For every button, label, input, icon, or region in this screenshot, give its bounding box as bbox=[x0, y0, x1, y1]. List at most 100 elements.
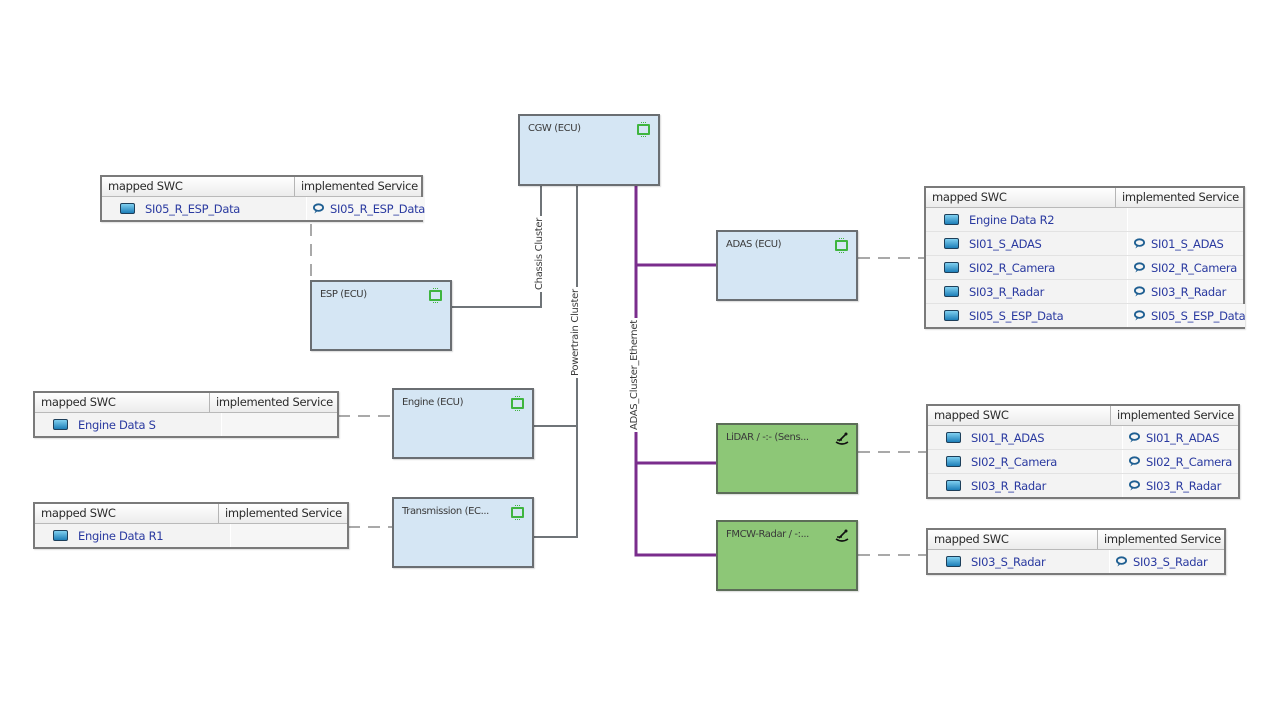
ecu-engine[interactable]: Engine (ECU) bbox=[392, 388, 534, 459]
mapped-swc-cell: SI01_S_ADAS bbox=[926, 232, 1128, 255]
ecu-cgw[interactable]: CGW (ECU) bbox=[518, 114, 660, 186]
table-header: mapped SWC implemented Service bbox=[35, 504, 347, 524]
ecu-title: Engine (ECU) bbox=[402, 397, 464, 408]
chassis-cluster-line bbox=[451, 186, 542, 308]
table-row[interactable]: SI03_R_Radar SI03_R_Radar bbox=[926, 280, 1243, 304]
column-header-implemented-service[interactable]: implemented Service bbox=[301, 179, 418, 193]
table-row[interactable]: SI03_R_Radar SI03_R_Radar bbox=[928, 474, 1238, 497]
bus-label-adas-ethernet: ADAS_Cluster_Ethernet bbox=[629, 318, 640, 432]
table-header: mapped SWC implemented Service bbox=[102, 177, 421, 197]
swc-component-icon bbox=[120, 203, 135, 214]
ecu-transmission[interactable]: Transmission (EC... bbox=[392, 497, 534, 568]
service-name[interactable]: SI01_S_ADAS bbox=[1151, 236, 1224, 251]
column-header-implemented-service[interactable]: implemented Service bbox=[1117, 408, 1234, 422]
ecu-title: ADAS (ECU) bbox=[726, 239, 782, 250]
swc-name[interactable]: SI01_R_ADAS bbox=[971, 430, 1045, 445]
service-icon bbox=[1129, 432, 1140, 443]
implemented-service-cell: SI01_R_ADAS bbox=[1123, 426, 1238, 449]
swc-name[interactable]: SI01_S_ADAS bbox=[969, 236, 1042, 251]
swc-name[interactable]: Engine Data R2 bbox=[969, 212, 1055, 227]
swc-component-icon bbox=[946, 556, 961, 567]
table-header: mapped SWC implemented Service bbox=[35, 393, 337, 413]
table-row[interactable]: Engine Data R2 bbox=[926, 208, 1243, 232]
service-name[interactable]: SI03_R_Radar bbox=[1151, 284, 1227, 299]
sensor-icon bbox=[835, 529, 849, 542]
service-icon bbox=[1134, 238, 1145, 249]
service-name[interactable]: SI01_R_ADAS bbox=[1146, 430, 1220, 445]
sensor-fmcw-radar[interactable]: FMCW-Radar / -:... bbox=[716, 520, 858, 591]
service-name[interactable]: SI05_S_ESP_Data bbox=[1151, 308, 1246, 323]
swc-name[interactable]: Engine Data R1 bbox=[78, 528, 164, 543]
mapped-swc-cell: SI03_S_Radar bbox=[928, 550, 1110, 573]
column-header-mapped-swc[interactable]: mapped SWC bbox=[102, 177, 295, 196]
service-icon bbox=[1134, 310, 1145, 321]
mapped-swc-cell: Engine Data S bbox=[35, 413, 222, 436]
ecu-title: ESP (ECU) bbox=[320, 289, 367, 300]
implemented-service-cell bbox=[222, 413, 337, 436]
column-header-implemented-service[interactable]: implemented Service bbox=[225, 506, 342, 520]
column-header-mapped-swc[interactable]: mapped SWC bbox=[35, 393, 210, 412]
column-header-implemented-service[interactable]: implemented Service bbox=[216, 395, 333, 409]
sensor-icon bbox=[835, 432, 849, 445]
service-name[interactable]: SI02_R_Camera bbox=[1146, 454, 1233, 469]
service-icon bbox=[313, 203, 324, 214]
ecu-adas[interactable]: ADAS (ECU) bbox=[716, 230, 858, 301]
swc-component-icon bbox=[944, 214, 959, 225]
ecu-title: LiDAR / -:- (Sens... bbox=[726, 432, 809, 443]
mapped-swc-cell: SI05_S_ESP_Data bbox=[926, 304, 1128, 327]
table-row[interactable]: SI01_R_ADAS SI01_R_ADAS bbox=[928, 426, 1238, 450]
swc-name[interactable]: SI03_S_Radar bbox=[971, 554, 1046, 569]
ecu-esp[interactable]: ESP (ECU) bbox=[310, 280, 452, 351]
column-header-mapped-swc[interactable]: mapped SWC bbox=[928, 530, 1098, 549]
mapped-swc-cell: SI05_R_ESP_Data bbox=[102, 197, 307, 220]
chip-icon bbox=[511, 396, 524, 411]
table-row[interactable]: Engine Data S bbox=[35, 413, 337, 436]
table-row[interactable]: Engine Data R1 bbox=[35, 524, 347, 547]
swc-name[interactable]: Engine Data S bbox=[78, 417, 156, 432]
swc-component-icon bbox=[946, 432, 961, 443]
swc-name[interactable]: SI05_S_ESP_Data bbox=[969, 308, 1064, 323]
table-row[interactable]: SI05_S_ESP_Data SI05_S_ESP_Data bbox=[926, 304, 1246, 327]
ecu-title: FMCW-Radar / -:... bbox=[726, 529, 809, 540]
bus-label-chassis: Chassis Cluster bbox=[534, 215, 545, 292]
ecu-title: CGW (ECU) bbox=[528, 123, 581, 134]
table-header: mapped SWC implemented Service bbox=[928, 530, 1224, 550]
chip-icon bbox=[511, 505, 524, 520]
column-header-implemented-service[interactable]: implemented Service bbox=[1122, 190, 1239, 204]
service-name[interactable]: SI03_R_Radar bbox=[1146, 478, 1222, 493]
mapped-swc-cell: Engine Data R2 bbox=[926, 208, 1128, 231]
adas-ethernet-line bbox=[634, 186, 717, 557]
implemented-service-cell: SI02_R_Camera bbox=[1123, 450, 1238, 473]
table-row[interactable]: SI02_R_Camera SI02_R_Camera bbox=[928, 450, 1238, 474]
service-name[interactable]: SI03_S_Radar bbox=[1133, 554, 1208, 569]
table-row[interactable]: SI02_R_Camera SI02_R_Camera bbox=[926, 256, 1243, 280]
column-header-implemented-service[interactable]: implemented Service bbox=[1104, 532, 1221, 546]
service-icon bbox=[1129, 480, 1140, 491]
column-header-mapped-swc[interactable]: mapped SWC bbox=[35, 504, 219, 523]
service-icon bbox=[1134, 262, 1145, 273]
swc-name[interactable]: SI03_R_Radar bbox=[971, 478, 1047, 493]
swc-name[interactable]: SI02_R_Camera bbox=[969, 260, 1056, 275]
table-row[interactable]: SI03_S_Radar SI03_S_Radar bbox=[928, 550, 1224, 573]
mapped-swc-cell: SI03_R_Radar bbox=[926, 280, 1128, 303]
swc-component-icon bbox=[946, 456, 961, 467]
swc-name[interactable]: SI03_R_Radar bbox=[969, 284, 1045, 299]
column-header-mapped-swc[interactable]: mapped SWC bbox=[928, 406, 1111, 425]
sensor-lidar[interactable]: LiDAR / -:- (Sens... bbox=[716, 423, 858, 494]
table-row[interactable]: SI01_S_ADAS SI01_S_ADAS bbox=[926, 232, 1243, 256]
swc-name[interactable]: SI05_R_ESP_Data bbox=[145, 201, 241, 216]
table-row[interactable]: SI05_R_ESP_Data SI05_R_ESP_Data bbox=[102, 197, 425, 220]
bus-label-powertrain: Powertrain Cluster bbox=[570, 287, 581, 378]
table-header: mapped SWC implemented Service bbox=[928, 406, 1238, 426]
service-name[interactable]: SI05_R_ESP_Data bbox=[330, 201, 426, 216]
swc-name[interactable]: SI02_R_Camera bbox=[971, 454, 1058, 469]
service-name[interactable]: SI02_R_Camera bbox=[1151, 260, 1238, 275]
column-header-mapped-swc[interactable]: mapped SWC bbox=[926, 188, 1116, 207]
swc-component-icon bbox=[53, 419, 68, 430]
swc-component-icon bbox=[944, 286, 959, 297]
implemented-service-cell: SI03_R_Radar bbox=[1128, 280, 1243, 303]
